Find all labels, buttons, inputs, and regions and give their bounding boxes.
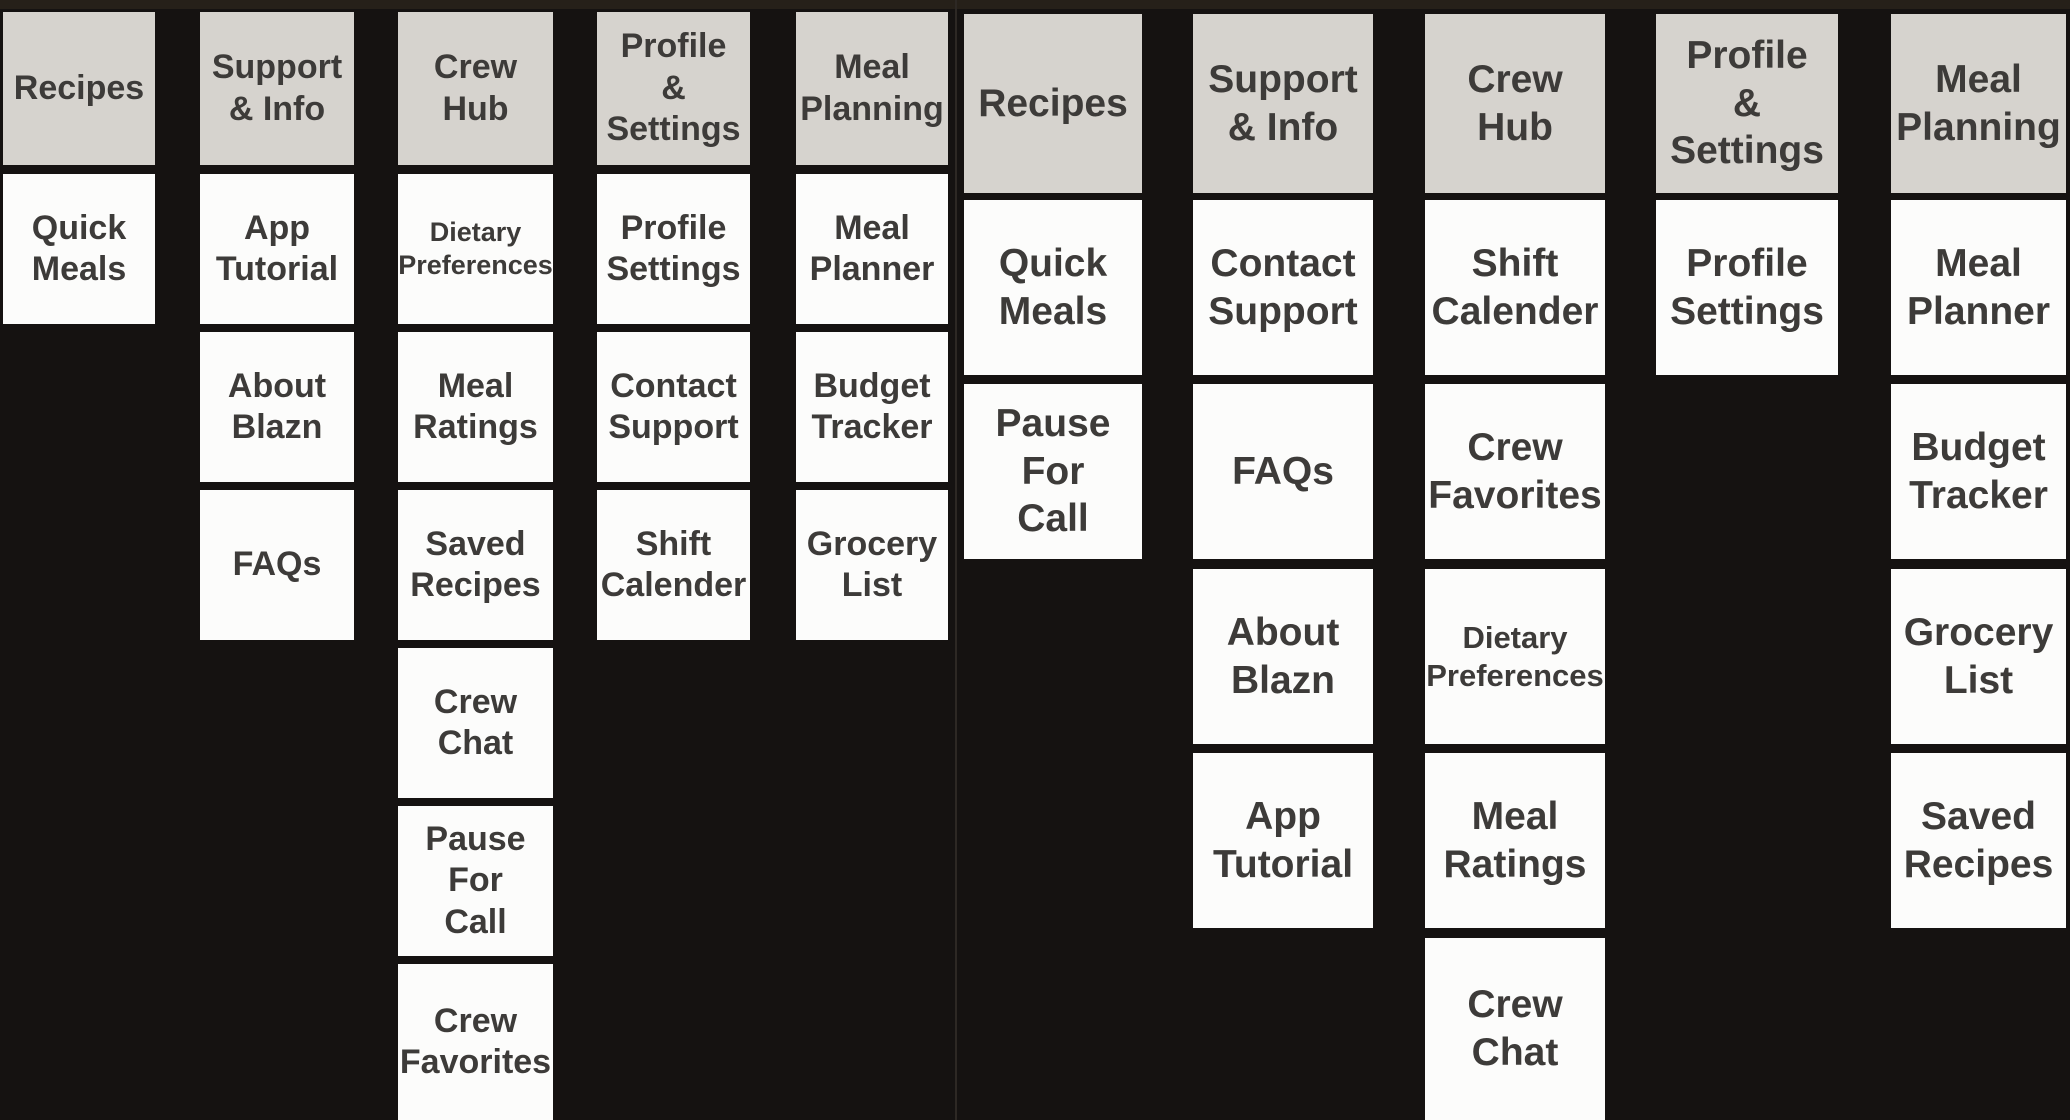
col-a-crew-hub: Crew Hub Dietary Preferences Meal Rating… (398, 0, 553, 1120)
col-b-recipes: Recipes Quick Meals Pause For Call (964, 0, 1142, 1120)
category-header: Meal Planning (796, 12, 948, 165)
page-card: Pause For Call (964, 384, 1142, 559)
page-card: Grocery List (796, 490, 948, 640)
page-card: Meal Planner (796, 174, 948, 324)
page-card: Shift Calender (597, 490, 750, 640)
page-card: Profile Settings (597, 174, 750, 324)
page-card: Quick Meals (964, 200, 1142, 375)
page-card: Crew Chat (1425, 938, 1605, 1120)
page-card: Meal Ratings (398, 332, 553, 482)
page-card: About Blazn (1193, 569, 1373, 744)
page-card: Profile Settings (1656, 200, 1838, 375)
category-header: Recipes (964, 14, 1142, 193)
page-card: Crew Chat (398, 648, 553, 798)
col-b-crew-hub: Crew Hub Shift Calender Crew Favorites D… (1425, 0, 1605, 1120)
col-a-recipes: Recipes Quick Meals (3, 0, 155, 1120)
category-header: Meal Planning (1891, 14, 2066, 193)
page-card: Shift Calender (1425, 200, 1605, 375)
page-card: Dietary Preferences (1425, 569, 1605, 744)
page-card: Dietary Preferences (398, 174, 553, 324)
page-card: Contact Support (1193, 200, 1373, 375)
category-header: Recipes (3, 12, 155, 165)
page-card: Quick Meals (3, 174, 155, 324)
page-card: Pause For Call (398, 806, 553, 956)
page-card: Crew Favorites (398, 964, 553, 1120)
page-card: App Tutorial (1193, 753, 1373, 928)
page-card: Meal Ratings (1425, 753, 1605, 928)
category-header: Profile & Settings (1656, 14, 1838, 193)
col-b-meal-planning: Meal Planning Meal Planner Budget Tracke… (1891, 0, 2066, 1120)
page-card: FAQs (1193, 384, 1373, 559)
top-border (0, 0, 2070, 9)
col-a-meal-planning: Meal Planning Meal Planner Budget Tracke… (796, 0, 948, 1120)
page-card: Saved Recipes (398, 490, 553, 640)
half-divider-line (955, 0, 957, 1120)
category-header: Support & Info (200, 12, 354, 165)
category-header: Support & Info (1193, 14, 1373, 193)
category-header: Profile & Settings (597, 12, 750, 165)
page-card: About Blazn (200, 332, 354, 482)
page-card: Saved Recipes (1891, 753, 2066, 928)
page-card: Budget Tracker (796, 332, 948, 482)
page-card: FAQs (200, 490, 354, 640)
col-b-profile-settings: Profile & Settings Profile Settings (1656, 0, 1838, 1120)
category-header: Crew Hub (1425, 14, 1605, 193)
col-b-support-info: Support & Info Contact Support FAQs Abou… (1193, 0, 1373, 1120)
col-a-support-info: Support & Info App Tutorial About Blazn … (200, 0, 354, 1120)
page-card: Contact Support (597, 332, 750, 482)
page-card: Meal Planner (1891, 200, 2066, 375)
page-card: Grocery List (1891, 569, 2066, 744)
page-card: App Tutorial (200, 174, 354, 324)
page-card: Crew Favorites (1425, 384, 1605, 559)
page-card: Budget Tracker (1891, 384, 2066, 559)
category-header: Crew Hub (398, 12, 553, 165)
col-a-profile-settings: Profile & Settings Profile Settings Cont… (597, 0, 750, 1120)
